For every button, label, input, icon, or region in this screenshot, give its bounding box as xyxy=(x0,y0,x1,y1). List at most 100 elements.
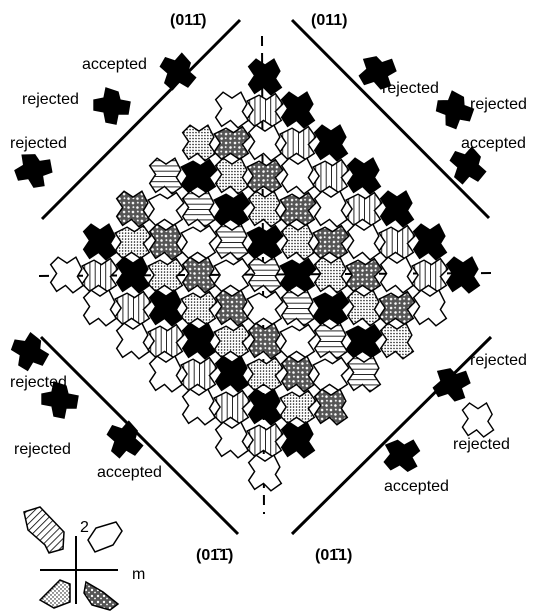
motif-dotted xyxy=(313,256,349,294)
motif-solid xyxy=(346,157,382,195)
motif-dotted xyxy=(279,389,317,425)
motif-dotted xyxy=(280,223,316,261)
motif-solid xyxy=(379,190,415,228)
annotation-rejected-bottom-left-2: rejected xyxy=(14,441,71,458)
motif-open xyxy=(312,356,350,392)
motif-textured xyxy=(148,223,184,261)
motif-solid xyxy=(213,191,251,227)
motif-open xyxy=(147,191,185,227)
outer-motifs xyxy=(10,52,495,472)
face-label-bottom-left: (01̄1̄) xyxy=(196,547,234,564)
motif-hatched xyxy=(246,92,284,128)
motif-textured xyxy=(181,256,217,294)
motif-solid xyxy=(246,224,284,260)
motif-solid xyxy=(280,421,316,459)
motif-open xyxy=(214,91,250,129)
motif-solid xyxy=(180,158,218,194)
outer-motif-solid xyxy=(383,439,421,472)
motif-open xyxy=(346,223,382,261)
molecule-motif-grid xyxy=(49,58,481,492)
motif-hatched xyxy=(312,158,350,194)
key-motif-hatched xyxy=(23,506,65,554)
face-label-bottom-right: (01̄1) xyxy=(315,547,353,564)
face-line-bottom-left xyxy=(39,335,240,536)
motif-hatched xyxy=(378,224,416,260)
crystal-outline xyxy=(39,18,493,536)
motif-open xyxy=(279,323,317,359)
annotation-rejected-top-right-1: rejected xyxy=(382,80,439,97)
outer-motif-solid xyxy=(106,420,144,459)
outer-motif-solid xyxy=(449,146,487,185)
motif-textured xyxy=(213,125,251,161)
motif-textured xyxy=(378,290,416,326)
key-motif-textured xyxy=(83,580,120,611)
motif-dotted xyxy=(147,257,185,293)
motif-open xyxy=(213,257,251,293)
motif-dotted xyxy=(214,157,250,195)
motif-open xyxy=(180,224,218,260)
motif-hatched xyxy=(81,257,119,293)
motif-dotted xyxy=(246,356,284,392)
motif-textured xyxy=(279,191,317,227)
annotation-accepted-top-right: accepted xyxy=(461,135,526,152)
outer-motif-solid xyxy=(41,381,79,419)
annotation-accepted-bottom-right: accepted xyxy=(384,478,449,495)
symmetry-key xyxy=(23,506,123,611)
motif-hatched xyxy=(214,223,250,261)
outer-motif-open xyxy=(461,402,495,438)
motif-dotted xyxy=(346,289,382,327)
motif-hatched xyxy=(346,355,382,393)
motif-textured xyxy=(246,158,284,194)
outer-motif-solid xyxy=(432,368,471,402)
motif-hatched xyxy=(280,289,316,327)
annotation-rejected-bottom-right-2: rejected xyxy=(453,436,510,453)
annotation-rejected-top-right-2: rejected xyxy=(470,96,527,113)
outer-motif-solid xyxy=(358,56,397,90)
motif-hatched xyxy=(213,389,251,425)
motif-textured xyxy=(280,355,316,393)
motif-solid xyxy=(412,223,448,261)
motif-hatched xyxy=(181,190,217,228)
key-motif-dotted xyxy=(38,579,71,609)
motif-open xyxy=(280,157,316,195)
outer-motif-solid xyxy=(10,331,50,372)
key-motif-open xyxy=(87,521,123,553)
motif-solid xyxy=(247,58,283,96)
motif-open xyxy=(313,190,349,228)
motif-solid xyxy=(313,124,349,162)
motif-solid xyxy=(214,355,250,393)
motif-open xyxy=(247,124,283,162)
motif-open xyxy=(49,256,85,294)
motif-solid xyxy=(181,322,217,360)
annotation-rejected-top-left-1: rejected xyxy=(22,91,79,108)
motif-solid xyxy=(148,289,184,327)
motif-dotted xyxy=(379,322,415,360)
outer-motif-solid xyxy=(435,90,475,130)
motif-solid xyxy=(280,91,316,129)
key-label-twofold: 2 xyxy=(80,519,89,536)
motif-hatched xyxy=(247,256,283,294)
motif-solid xyxy=(82,223,118,261)
motif-textured xyxy=(115,190,151,228)
motif-hatched xyxy=(147,323,185,359)
motif-hatched xyxy=(114,290,152,326)
motif-dotted xyxy=(181,124,217,162)
motif-hatched xyxy=(279,125,317,161)
motif-solid xyxy=(115,256,151,294)
annotation-accepted-bottom-left: accepted xyxy=(97,464,162,481)
motif-open xyxy=(82,289,118,327)
motif-hatched xyxy=(313,322,349,360)
motif-hatched xyxy=(148,157,184,195)
motif-open xyxy=(247,454,283,492)
annotation-rejected-bottom-right-1: rejected xyxy=(470,352,527,369)
key-label-mirror: m xyxy=(132,566,146,583)
face-line-top-right xyxy=(290,18,491,220)
motif-textured xyxy=(313,388,349,426)
motif-solid xyxy=(345,323,383,359)
face-line-bottom-right xyxy=(290,335,493,536)
motif-hatched xyxy=(246,422,284,458)
motif-open xyxy=(115,322,151,360)
face-label-top-right: (011) xyxy=(311,12,348,29)
motif-textured xyxy=(345,257,383,293)
